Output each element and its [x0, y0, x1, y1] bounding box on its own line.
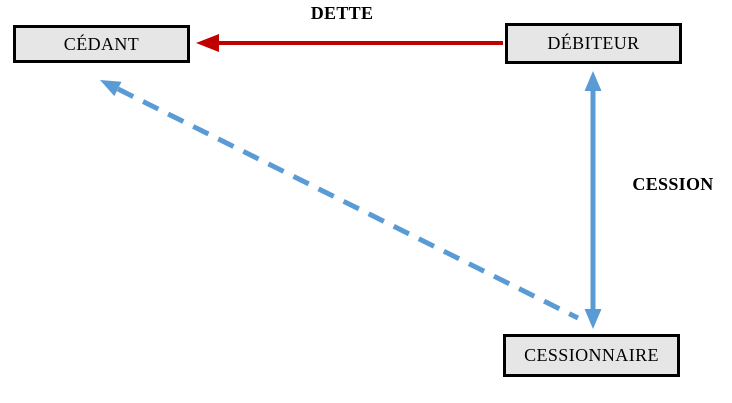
node-cessionnaire-label: CESSIONNAIRE — [524, 345, 659, 365]
node-cedant-label: CÉDANT — [63, 33, 140, 54]
node-cessionnaire: CESSIONNAIRE — [503, 334, 680, 377]
cessionnaire-to-cedant-dashed-line — [116, 86, 580, 321]
cession-arrowhead-up-icon — [584, 71, 602, 91]
dette-arrowhead-icon — [196, 34, 219, 52]
edge-label-dette: DETTE — [310, 3, 374, 23]
node-debiteur: DÉBITEUR — [505, 23, 682, 64]
edge-label-cession: CESSION — [632, 174, 714, 194]
cessionnaire-to-cedant-arrowhead-icon — [100, 80, 122, 97]
node-cedant: CÉDANT — [13, 25, 190, 63]
cession-arrowhead-down-icon — [584, 309, 602, 329]
node-debiteur-label: DÉBITEUR — [547, 33, 640, 53]
